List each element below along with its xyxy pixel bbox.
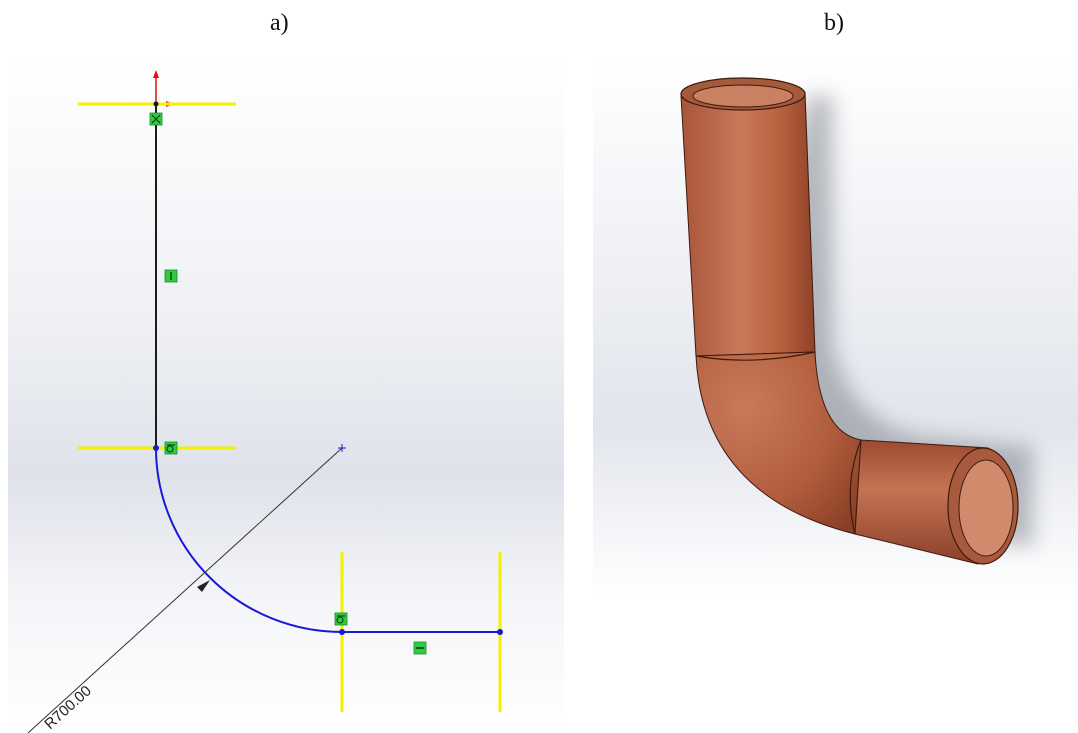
- sketch-viewport[interactable]: R700.00: [8, 56, 564, 733]
- tangent-relation-icon-top[interactable]: [164, 441, 178, 455]
- panel-b-label: b): [824, 10, 844, 36]
- radius-dimension-line[interactable]: [27, 447, 343, 733]
- pipe-seam-right: [849, 439, 862, 535]
- sketch-point-arc-start[interactable]: [153, 445, 159, 451]
- horizontal-relation-icon[interactable]: [413, 641, 427, 655]
- pipe-vertical-section[interactable]: [680, 91, 816, 357]
- tangent-relation-icon-bottom[interactable]: [334, 612, 348, 626]
- model-viewport[interactable]: [593, 56, 1078, 596]
- sketch-point-end[interactable]: [497, 629, 503, 635]
- coincident-relation-icon[interactable]: [149, 112, 163, 126]
- sketch-arc[interactable]: [155, 447, 343, 633]
- pipe-model[interactable]: [680, 77, 1019, 565]
- radius-dimension-label[interactable]: R700.00: [41, 682, 95, 733]
- sketch-canvas: R700.00: [27, 70, 503, 733]
- model-canvas: [680, 77, 1033, 565]
- origin-icon: [153, 70, 174, 107]
- pipe-top-inner: [692, 84, 794, 108]
- vertical-relation-icon[interactable]: [164, 269, 178, 283]
- sketch-point-top[interactable]: [153, 101, 159, 107]
- sketch-point-arc-end[interactable]: [339, 629, 345, 635]
- radius-arrow-icon: [197, 580, 210, 592]
- pipe-seam-top: [695, 351, 816, 361]
- panel-a-label: a): [270, 10, 289, 36]
- pipe-end-inner: [958, 459, 1014, 557]
- pipe-bend-section[interactable]: [695, 351, 862, 535]
